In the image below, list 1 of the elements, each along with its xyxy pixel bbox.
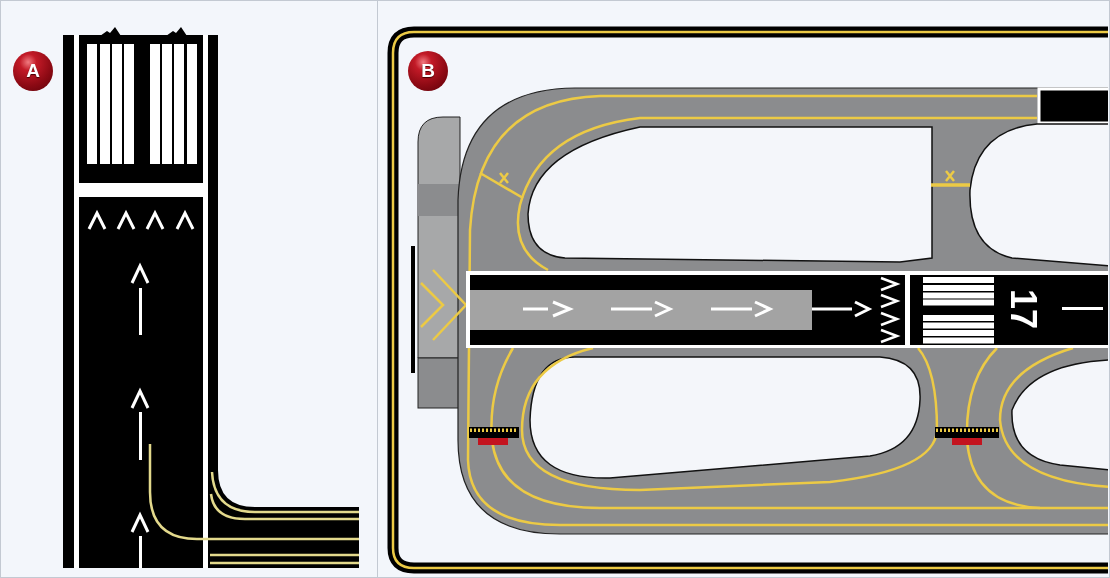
runway-designation: 17 (1005, 289, 1041, 329)
